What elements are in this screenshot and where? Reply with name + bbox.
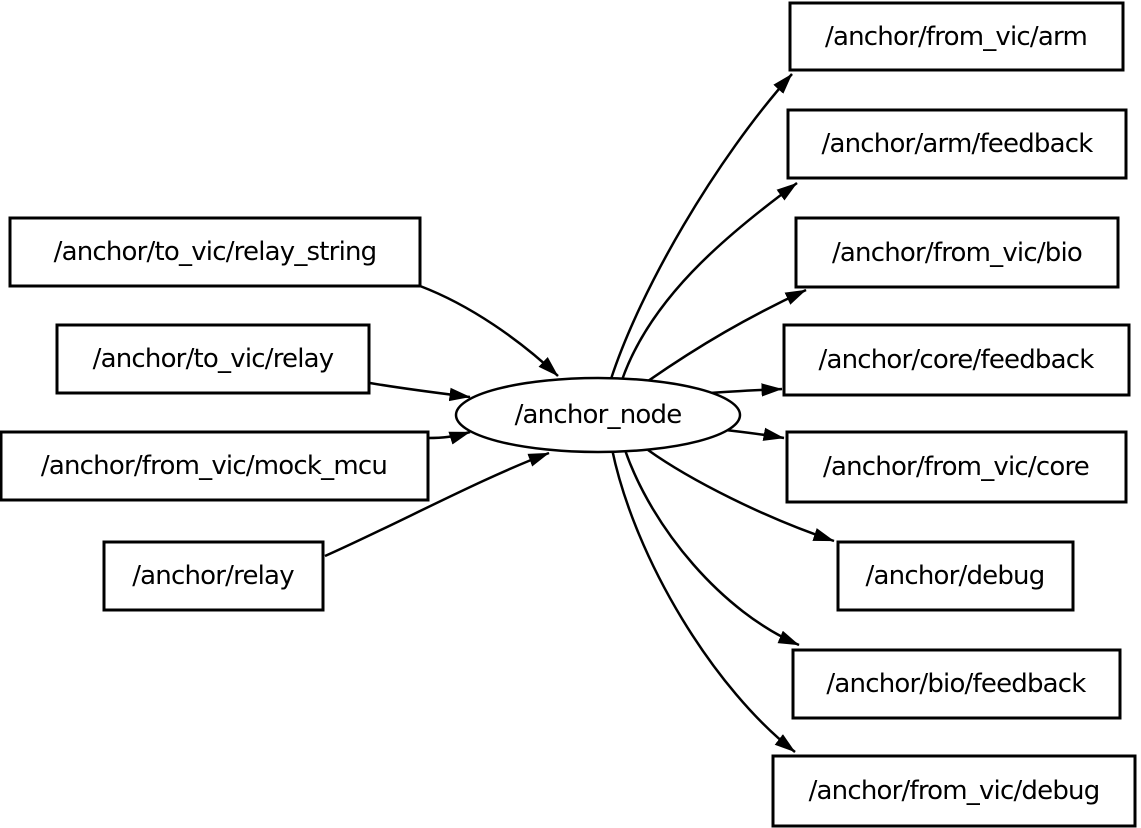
edge-from-vic-mock-mcu-to-anchor-node: [427, 430, 471, 445]
edge-anchor-node-to-debug: [647, 448, 835, 543]
topic-label: /anchor/from_vic/debug: [809, 776, 1100, 806]
topic-label: /anchor/core/feedback: [818, 345, 1094, 375]
topic-box: [8, 216, 422, 288]
topic-node-from-vic-arm: /anchor/from_vic/arm: [788, 1, 1125, 72]
topic-node-core-feedback: /anchor/core/feedback: [782, 323, 1131, 397]
edge-anchor-node-to-arm-feedback: [620, 181, 798, 381]
topic-label: /anchor/from_vic/bio: [832, 238, 1082, 268]
topic-box: [791, 648, 1122, 720]
topic-label: /anchor/from_vic/mock_mcu: [41, 451, 387, 481]
topic-node-from-vic-bio: /anchor/from_vic/bio: [794, 216, 1120, 289]
topic-label: /anchor/arm/feedback: [822, 129, 1094, 159]
anchor-node: /anchor_node: [454, 376, 742, 454]
topic-node-from-vic-debug: /anchor/from_vic/debug: [771, 754, 1137, 828]
topic-label: /anchor/to_vic/relay_string: [54, 237, 377, 267]
edge-anchor-node-to-from-vic-arm: [609, 73, 793, 380]
edge-relay-to-anchor-node: [324, 451, 550, 558]
topic-box: [782, 323, 1131, 397]
topic-label: /anchor/relay: [132, 561, 294, 591]
edge-anchor-node-to-from-vic-debug: [610, 448, 796, 753]
topic-label: /anchor/to_vic/relay: [93, 344, 334, 374]
topic-label: /anchor/from_vic/core: [823, 452, 1089, 482]
topic-box: [0, 430, 430, 502]
edge-to-vic-relay-to-anchor-node: [369, 381, 471, 402]
topic-node-from-vic-core: /anchor/from_vic/core: [785, 430, 1128, 504]
topic-box: [786, 108, 1128, 180]
topic-box: [836, 540, 1075, 612]
topic-label: /anchor/debug: [866, 561, 1045, 591]
topic-box: [785, 430, 1128, 504]
anchor-node-ellipse: [454, 376, 742, 454]
edge-to-vic-relay-string-to-anchor-node: [419, 284, 559, 377]
edge-anchor-node-to-bio-feedback: [623, 449, 800, 647]
anchor-node-label: /anchor_node: [515, 400, 682, 430]
topic-label: /anchor/bio/feedback: [826, 669, 1086, 699]
edge-anchor-node-to-from-vic-bio: [647, 288, 807, 383]
topic-node-relay: /anchor/relay: [102, 540, 325, 612]
topic-node-to-vic-relay: /anchor/to_vic/relay: [55, 323, 371, 395]
topic-label: /anchor/from_vic/arm: [825, 22, 1087, 52]
topic-box: [771, 754, 1137, 828]
topic-box: [102, 540, 325, 612]
topic-box: [55, 323, 371, 395]
topic-node-bio-feedback: /anchor/bio/feedback: [791, 648, 1122, 720]
topic-node-arm-feedback: /anchor/arm/feedback: [786, 108, 1128, 180]
topic-node-debug: /anchor/debug: [836, 540, 1075, 612]
topic-box: [794, 216, 1120, 289]
edge-anchor-node-to-core-feedback: [709, 383, 783, 397]
topic-box: [788, 1, 1125, 72]
topic-node-to-vic-relay-string: /anchor/to_vic/relay_string: [8, 216, 422, 288]
topic-node-from-vic-mock-mcu: /anchor/from_vic/mock_mcu: [0, 430, 430, 502]
